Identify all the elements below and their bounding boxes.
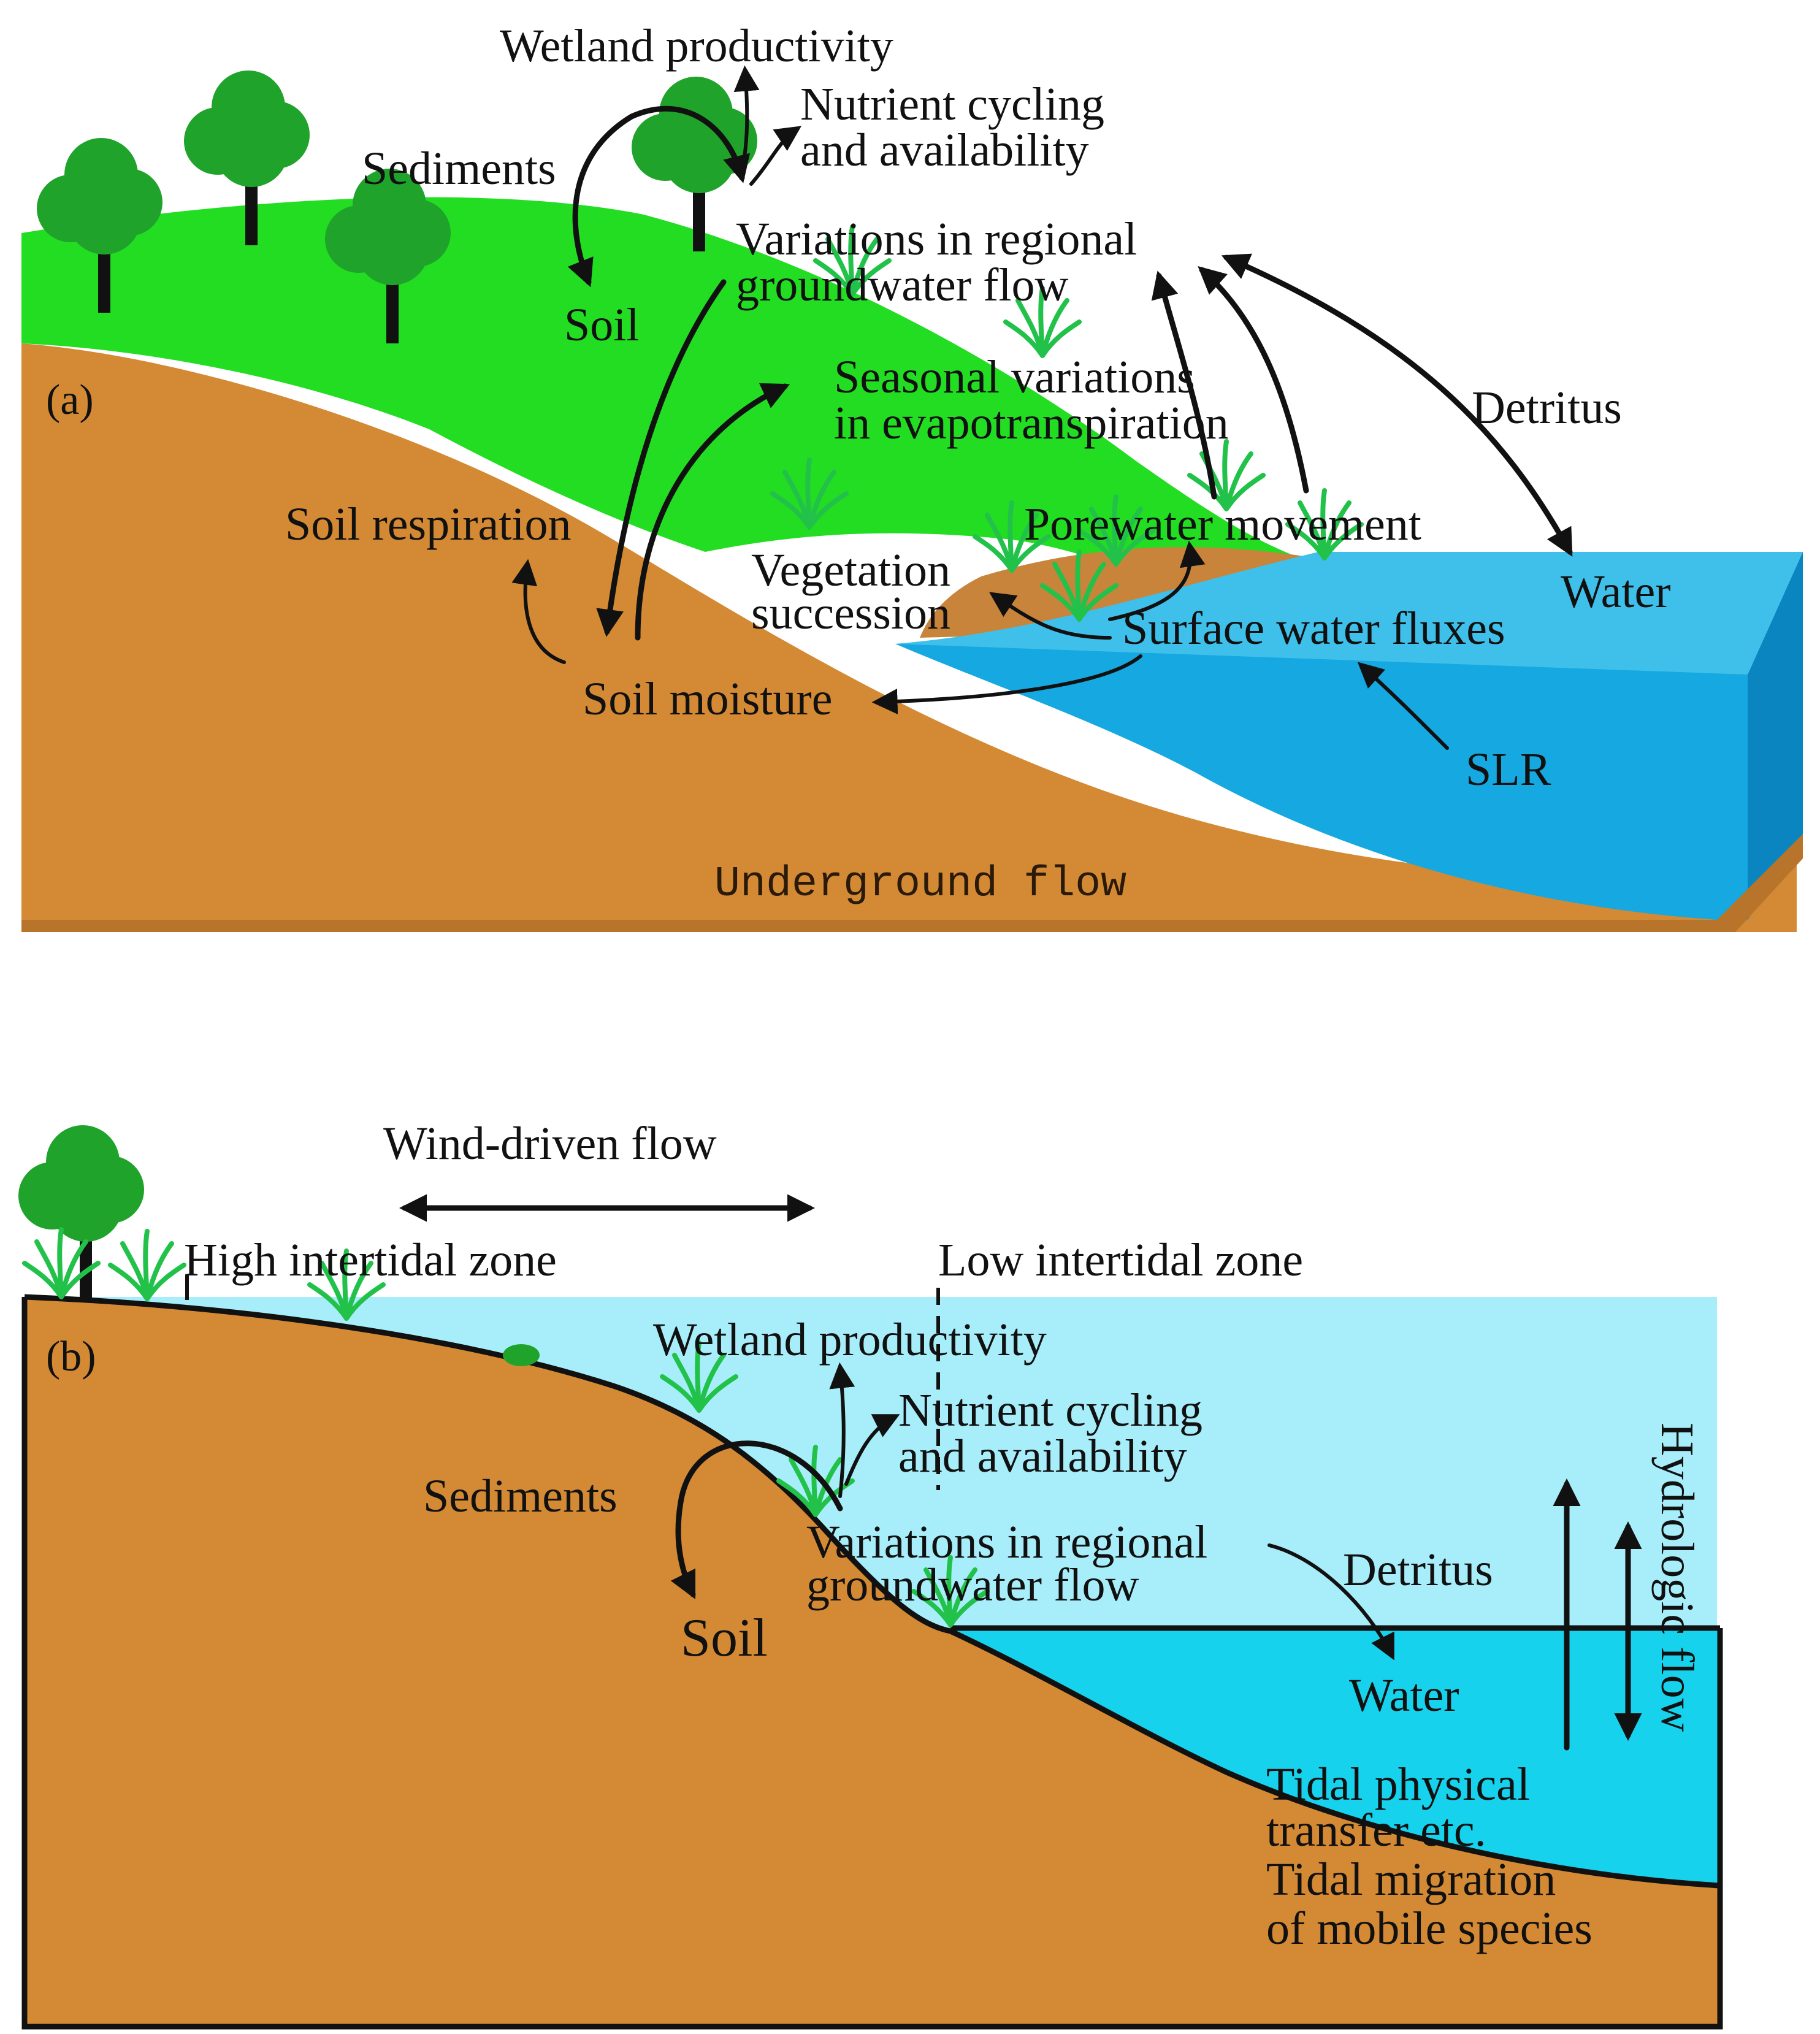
arrow-to-soil-respiration (511, 559, 566, 664)
label-tidal-physical-line1: Tidal physical (1266, 1759, 1530, 1810)
deep-water-b (950, 1628, 1720, 1886)
label-sediments-b: Sediments (423, 1470, 618, 1522)
label-sediments-a: Sediments (362, 143, 556, 194)
label-detritus-b: Detritus (1343, 1544, 1493, 1596)
label-water-a: Water (1561, 566, 1671, 617)
label-seasonal-et-line1: Seasonal variations (834, 351, 1195, 403)
panel-a: (a) Wetland productivity Nutrient cyclin… (21, 20, 1803, 932)
label-hydrologic-flow: Hydrologic flow (1651, 1423, 1703, 1732)
arrow-sediments-to-soil (567, 113, 635, 288)
label-wetland-productivity-b: Wetland productivity (653, 1314, 1047, 1366)
arrow-porewater-to-regional (1151, 270, 1217, 500)
label-vegetation-line1: Vegetation (751, 545, 950, 596)
label-detritus-a: Detritus (1472, 382, 1622, 434)
label-seasonal-et-line2: in evapotranspiration (834, 397, 1229, 449)
arrow-tree-loop (629, 105, 751, 183)
label-nutrient-cycling-b-line1: Nutrient cycling (898, 1385, 1202, 1436)
grass-icon (110, 1231, 184, 1299)
panel-label-b: (b) (46, 1333, 96, 1380)
shrub-icon (503, 1344, 540, 1366)
label-tidal-physical-line2: transfer etc. (1266, 1805, 1486, 1856)
arrow-to-soil-moisture (596, 279, 727, 637)
label-wind-driven: Wind-driven flow (383, 1118, 717, 1169)
arrow-nutrient-b (844, 1414, 900, 1486)
arrow-nutrient (749, 126, 801, 186)
arrow-sediments-to-soil-b (670, 1440, 843, 1600)
arrow-surface-to-vegetation (989, 592, 1112, 640)
arrow-surface-to-moisture (871, 654, 1142, 715)
soil-ledge-a (21, 834, 1803, 932)
label-vegetation-line2: succession (751, 587, 950, 639)
panel-label-a: (a) (46, 377, 94, 424)
label-tidal-migration-line1: Tidal migration (1266, 1854, 1556, 1905)
label-soil-b: Soil (681, 1608, 768, 1668)
label-soil-a: Soil (564, 299, 640, 351)
water-side-a (1748, 552, 1803, 920)
label-porewater: Porewater movement (1024, 499, 1421, 550)
label-regional-gw-b-line1: Variations in regional (806, 1516, 1207, 1568)
arrow-slr (1357, 662, 1449, 750)
label-low-intertidal: Low intertidal zone (938, 1234, 1303, 1286)
arrow-moisture-to-et (635, 383, 790, 641)
arrow-detritus-water (1221, 253, 1573, 557)
arrow-regional-to-water-b (1268, 1543, 1394, 1661)
label-high-intertidal: High intertidal zone (184, 1234, 557, 1286)
label-regional-gw-line1: Variations in regional (736, 213, 1137, 265)
label-slr: SLR (1466, 744, 1551, 795)
grass-layer-a (21, 197, 1318, 620)
label-regional-gw-b-line2: groundwater flow (806, 1559, 1139, 1611)
label-nutrient-cycling-line2: and availability (800, 124, 1089, 176)
arrow-wetland-productivity-b (829, 1362, 855, 1498)
label-soil-moisture: Soil moisture (583, 673, 832, 725)
label-nutrient-cycling-line1: Nutrient cycling (800, 78, 1104, 130)
arrow-water-to-regional (1198, 266, 1309, 494)
water-body-a (895, 644, 1748, 920)
label-soil-respiration: Soil respiration (285, 499, 572, 550)
label-wetland-productivity: Wetland productivity (500, 20, 893, 72)
panel-b: (b) Wind-driven flow High intertidal zon… (18, 1118, 1723, 2030)
label-tidal-migration-line2: of mobile species (1266, 1903, 1592, 1954)
water-surface-a (895, 552, 1803, 675)
arrow-wetland-productivity (733, 65, 760, 174)
soil-body-a (21, 343, 1797, 932)
label-water-b: Water (1349, 1670, 1459, 1721)
label-surface-water: Surface water fluxes (1122, 603, 1505, 654)
frame-b (21, 1297, 1723, 2030)
soil-body-b (25, 1297, 1720, 2027)
arrow-surface-to-porewater (1108, 540, 1206, 621)
label-nutrient-cycling-b-line2: and availability (898, 1431, 1187, 1482)
label-regional-gw-line2: groundwater flow (736, 259, 1069, 311)
ground-outline-b (24, 1294, 1721, 1889)
label-underground-flow: Underground flow (714, 860, 1126, 909)
